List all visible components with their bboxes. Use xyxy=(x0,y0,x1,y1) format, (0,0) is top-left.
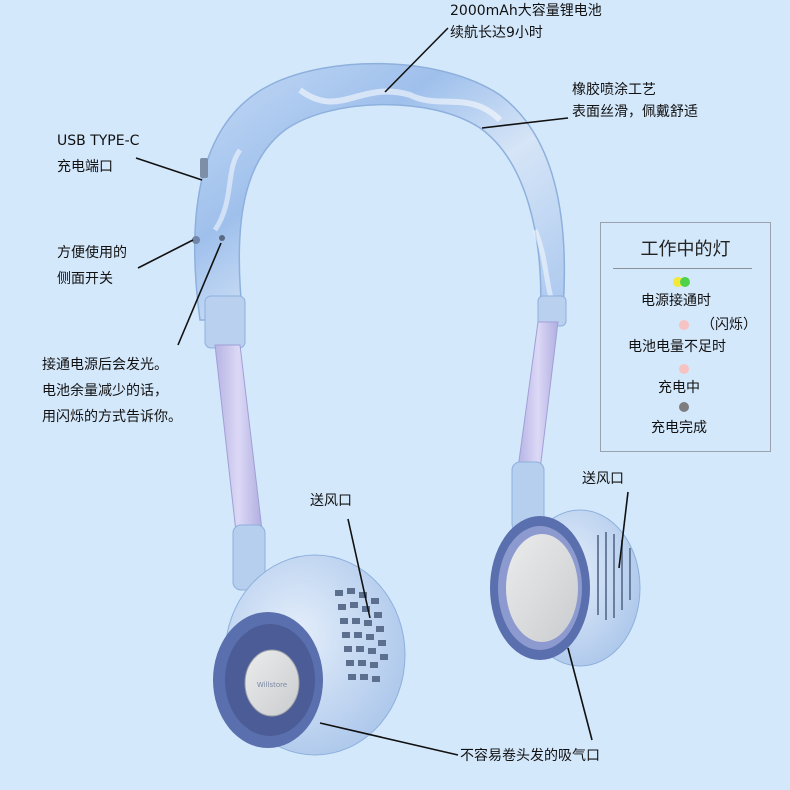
left-outlet-label: 送风口 xyxy=(310,493,352,509)
battery-line-1: 2000mAh大容量锂电池 xyxy=(450,3,602,19)
left-tube xyxy=(214,344,263,533)
usb-line-2: 充电端口 xyxy=(57,159,113,175)
charging-label: 充电中 xyxy=(658,380,700,396)
low-battery-dot xyxy=(679,320,689,330)
leader-lines xyxy=(135,27,629,756)
status-panel-title: 工作中的灯 xyxy=(640,239,731,260)
right-fan xyxy=(490,509,641,667)
coating-line-2: 表面丝滑，佩戴舒适 xyxy=(572,104,698,120)
left-outlet-grille xyxy=(335,588,388,682)
usb-port xyxy=(200,158,208,178)
intake-label: 不容易卷头发的吸气口 xyxy=(460,748,600,764)
battery-callout: 2000mAh大容量锂电池 续航长达9小时 xyxy=(450,0,602,44)
power-on-label: 电源接通时 xyxy=(641,293,711,309)
right-outlet-grille xyxy=(597,532,631,620)
coating-callout: 橡胶喷涂工艺 表面丝滑，佩戴舒适 xyxy=(572,79,698,123)
light-callout: 接通电源后会发光。 电池余量减少的话， 用闪烁的方式告诉你。 xyxy=(42,352,182,430)
switch-line-2: 侧面开关 xyxy=(57,271,113,287)
power-on-yellow-dot xyxy=(673,277,683,287)
light-line-2: 电池余量减少的话， xyxy=(42,383,168,399)
light-line-3: 用闪烁的方式告诉你。 xyxy=(42,409,182,425)
left-collar xyxy=(204,295,246,349)
neck-band xyxy=(193,62,566,323)
indicator-light xyxy=(219,235,225,241)
usb-line-1: USB TYPE-C xyxy=(57,133,140,149)
status-panel-divider xyxy=(613,268,752,269)
usb-callout: USB TYPE-C 充电端口 xyxy=(57,128,139,180)
low-battery-note: （闪烁） xyxy=(701,317,757,333)
low-battery-label: 电池电量不足时 xyxy=(628,339,726,355)
switch-line-1: 方便使用的 xyxy=(57,245,127,261)
status-light-panel: 工作中的灯 电源接通时 （闪烁） 电池电量不足时 充电中 充电完成 xyxy=(600,222,771,452)
charged-dot xyxy=(679,402,689,412)
switch-callout: 方便使用的 侧面开关 xyxy=(57,240,127,292)
power-on-green-dot xyxy=(680,277,690,287)
battery-line-2: 续航长达9小时 xyxy=(450,25,543,41)
product-logo: Willstore xyxy=(257,681,287,689)
charging-dot xyxy=(679,364,689,374)
coating-line-1: 橡胶喷涂工艺 xyxy=(572,82,656,98)
light-line-1: 接通电源后会发光。 xyxy=(42,357,168,373)
charged-label: 充电完成 xyxy=(651,420,707,436)
right-outlet-label: 送风口 xyxy=(582,471,624,487)
side-switch[interactable] xyxy=(192,236,200,244)
right-tube xyxy=(517,321,559,471)
left-fan: Willstore xyxy=(213,554,406,756)
